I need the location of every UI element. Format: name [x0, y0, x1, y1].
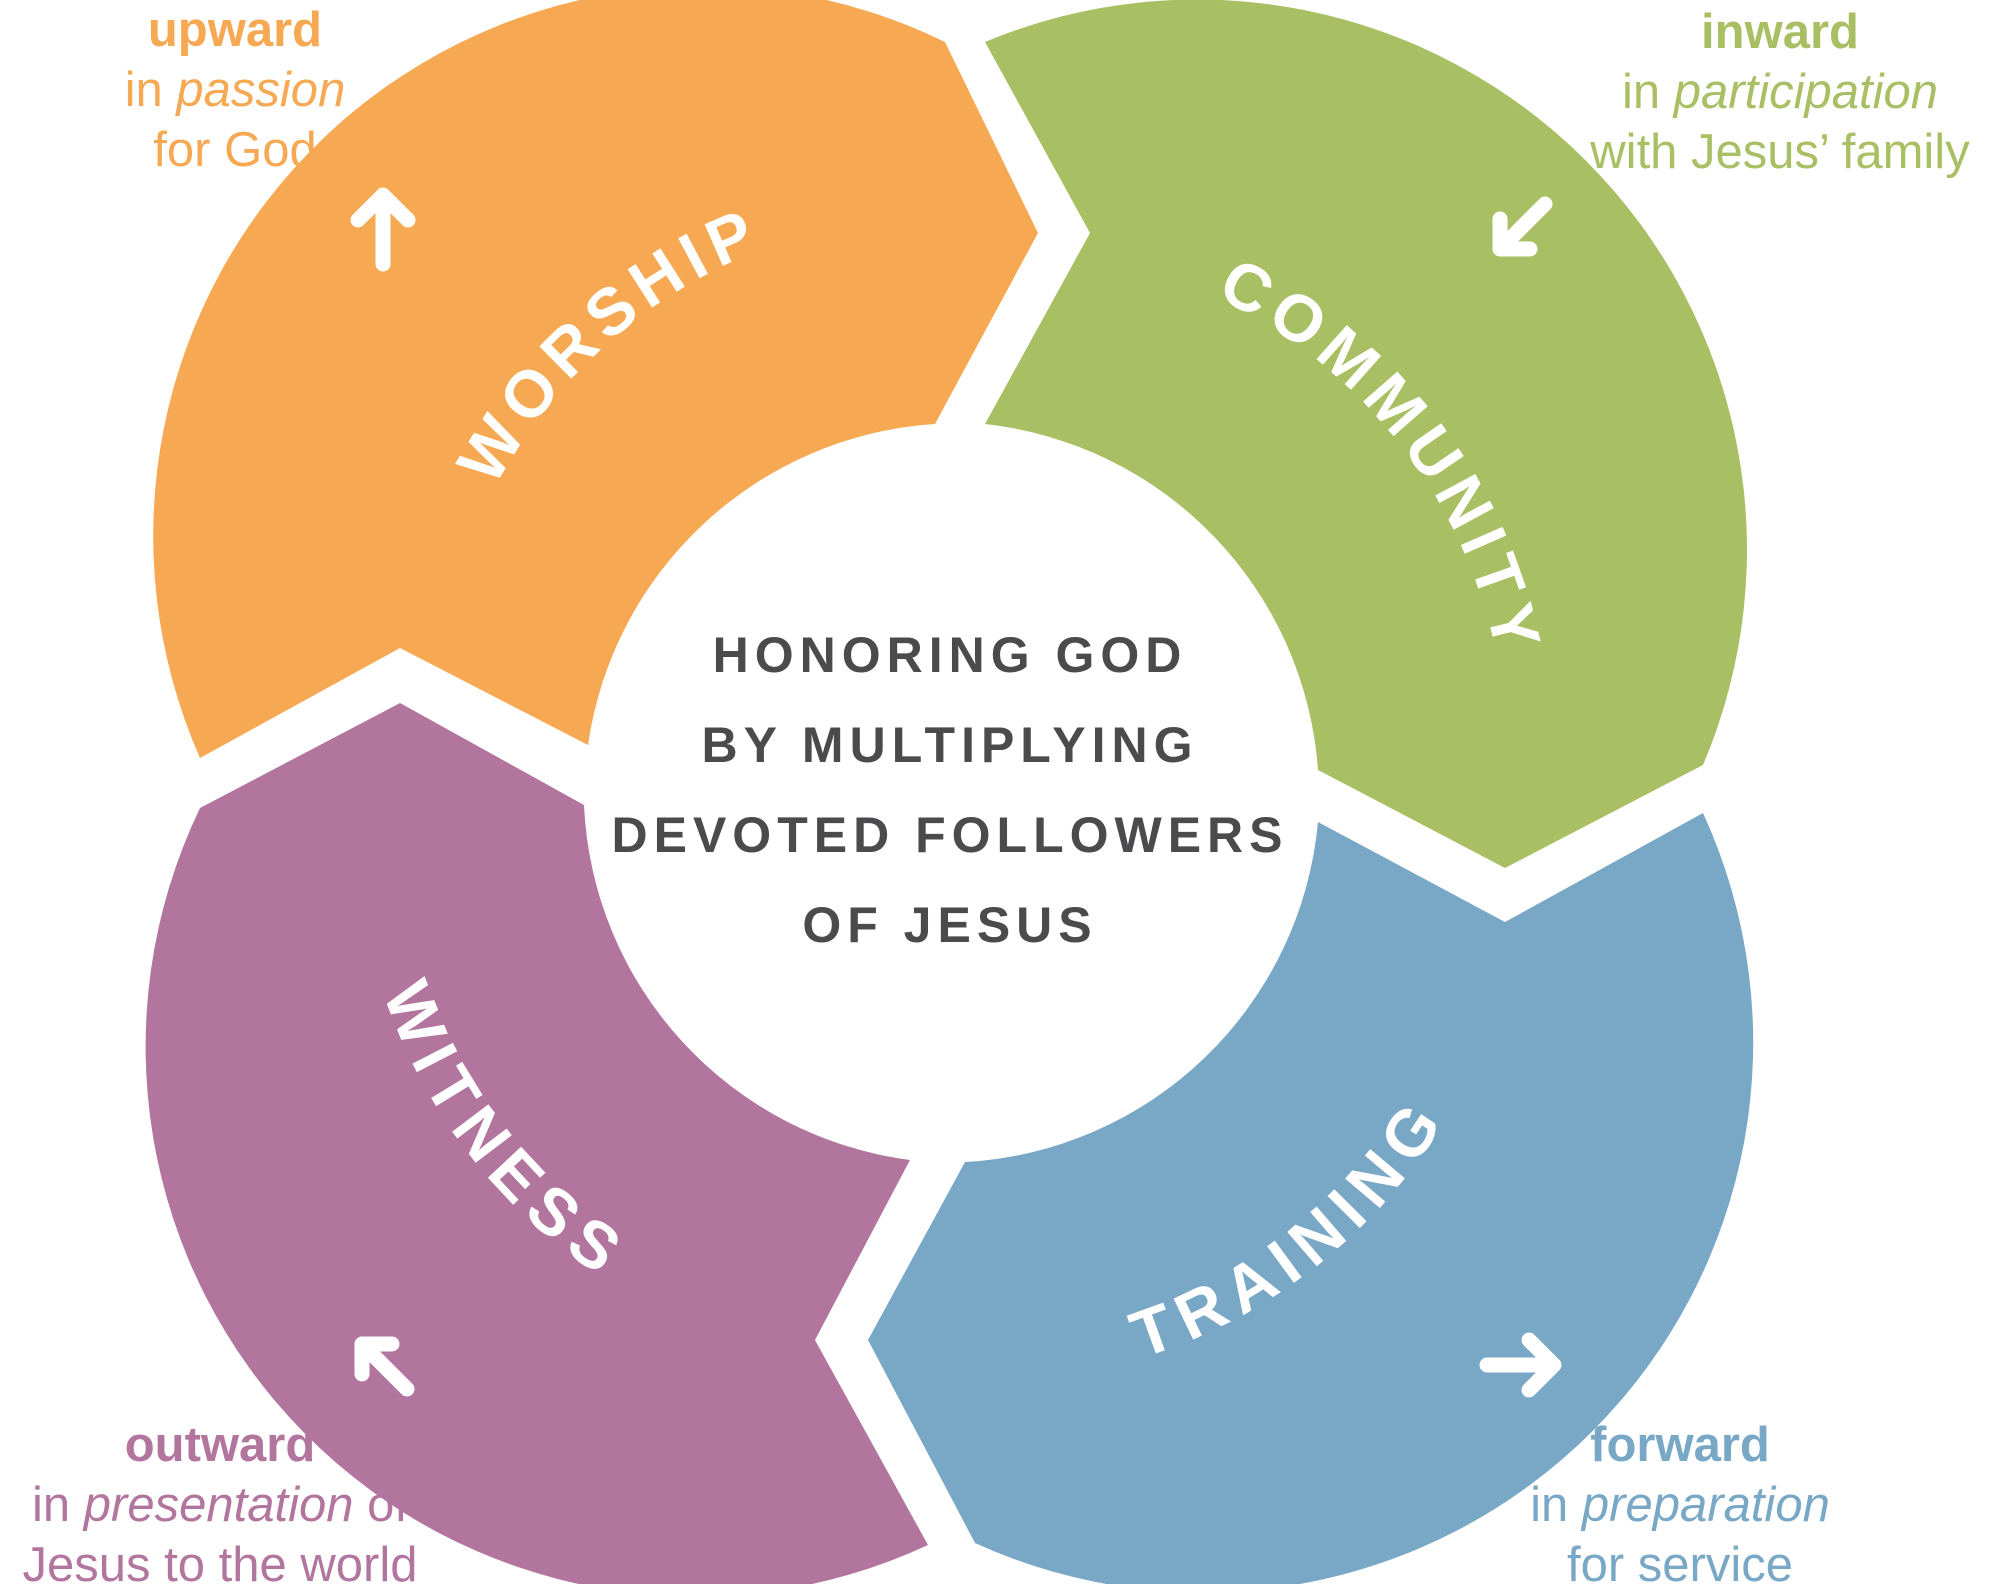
description-line: in presentation of	[32, 1478, 408, 1532]
center-line-2: BY MULTIPLYING	[701, 717, 1198, 773]
community-description: inward in participation with Jesus’ fami…	[1560, 2, 1999, 182]
description-line: in preparation	[1530, 1478, 1830, 1532]
description-line: Jesus to the world	[22, 1538, 418, 1592]
description-line: for God	[153, 123, 317, 177]
arrow-up-left-icon	[327, 1309, 439, 1421]
direction-forward: forward	[1590, 1418, 1770, 1472]
arrow-up-icon	[327, 172, 439, 284]
description-line: in passion	[124, 63, 346, 117]
center-line-3: DEVOTED FOLLOWERS	[612, 807, 1289, 863]
arrow-down-left-icon	[1465, 172, 1577, 284]
direction-upward: upward	[147, 3, 323, 57]
center-statement: HONORING GOD BY MULTIPLYING DEVOTED FOLL…	[612, 627, 1289, 953]
description-line: for service	[1566, 1538, 1793, 1592]
witness-description: outward in presentation of Jesus to the …	[0, 1415, 440, 1595]
description-line: with Jesus’ family	[1590, 125, 1970, 179]
worship-description: upward in passion for God	[110, 0, 360, 180]
center-line-4: OF JESUS	[802, 897, 1097, 953]
arrow-right-icon	[1465, 1309, 1577, 1421]
center-line-1: HONORING GOD	[713, 627, 1188, 683]
description-line: in participation	[1622, 65, 1938, 119]
direction-inward: inward	[1701, 5, 1859, 59]
training-description: forward in preparation for service	[1480, 1415, 1880, 1595]
direction-outward: outward	[124, 1418, 316, 1472]
